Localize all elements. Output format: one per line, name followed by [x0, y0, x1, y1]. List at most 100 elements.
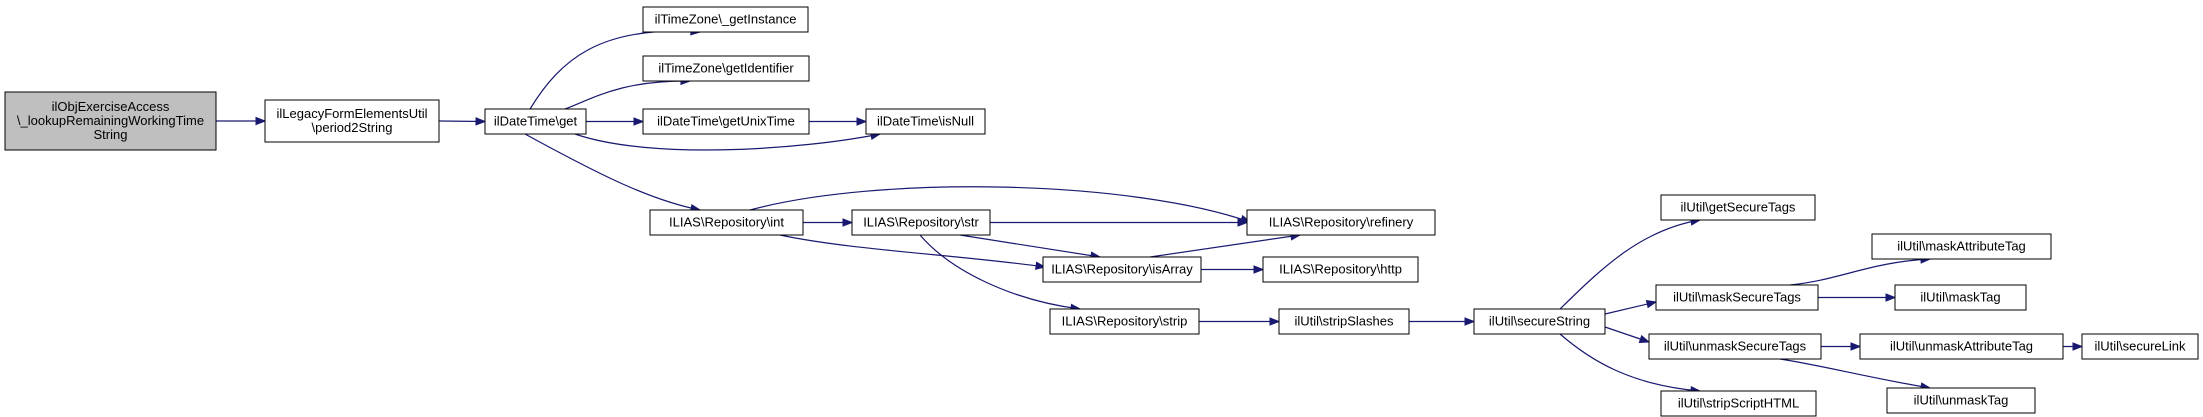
node-util-stripslashes[interactable]: ilUtil\stripSlashes: [1278, 308, 1410, 335]
node-label-line: ilDateTime\get: [494, 114, 578, 129]
edge-root-to-period2string: [216, 116, 267, 126]
edge-repo_str-to-repo_refinery: [990, 218, 1249, 227]
node-box: [1648, 333, 1822, 360]
node-label-line: ilUtil\maskAttributeTag: [1897, 239, 2026, 254]
node-label-line: ilUtil\stripScriptHTML: [1678, 396, 1799, 411]
edge-arrowhead: [475, 117, 487, 126]
edge-arrowhead: [1269, 317, 1281, 326]
edge-dt_get-to-dt_getunixtime: [586, 117, 645, 126]
node-util-securelink[interactable]: ilUtil\secureLink: [2081, 333, 2199, 360]
node-label-line: ilUtil\unmaskTag: [1914, 393, 2009, 408]
node-tz-getidentifier[interactable]: ilTimeZone\getIdentifier: [642, 55, 810, 82]
edge-dt_get-to-dt_isnull: [574, 131, 882, 151]
node-label-line: ILIAS\Repository\isArray: [1051, 262, 1193, 277]
node-label-line: ilLegacyFormElementsUtil: [277, 106, 428, 121]
node-label-line: ilDateTime\getUnixTime: [657, 114, 795, 129]
node-repo-http[interactable]: ILIAS\Repository\http: [1262, 256, 1419, 283]
node-box: [1262, 256, 1419, 283]
node-box: [865, 108, 986, 135]
node-repo-strip[interactable]: ILIAS\Repository\strip: [1049, 308, 1200, 335]
node-box: [1886, 387, 2036, 414]
edge-repo_str-to-repo_isarray: [959, 234, 1102, 260]
node-repo-int[interactable]: ILIAS\Repository\int: [649, 209, 804, 236]
node-label-line: ilDateTime\isNull: [877, 114, 974, 129]
edge-arrowhead: [1850, 342, 1862, 351]
edge-util_unmasksecuretags-to-util_unmasktag: [1779, 358, 1932, 391]
node-util-maskattributetag[interactable]: ilUtil\maskAttributeTag: [1871, 233, 2052, 260]
node-tz-getinstance[interactable]: ilTimeZone\_getInstance: [642, 6, 809, 33]
node-period2string[interactable]: ilLegacyFormElementsUtil\period2String: [264, 99, 440, 143]
node-box: [1859, 333, 2064, 360]
node-repo-isarray[interactable]: ILIAS\Repository\isArray: [1042, 256, 1202, 283]
edge-line: [779, 234, 1046, 268]
node-root[interactable]: ilObjExerciseAccess\_lookupRemainingWork…: [4, 91, 217, 151]
edge-line: [574, 133, 881, 151]
node-label-line: ILIAS\Repository\int: [669, 215, 784, 230]
node-util-masktag[interactable]: ilUtil\maskTag: [1894, 284, 2027, 311]
node-label-line: ilTimeZone\getIdentifier: [658, 61, 794, 76]
node-box: [1042, 256, 1202, 283]
edge-line: [564, 80, 691, 110]
node-util-stripscripthtml[interactable]: ilUtil\stripScriptHTML: [1660, 390, 1817, 417]
node-repo-refinery[interactable]: ILIAS\Repository\refinery: [1246, 209, 1436, 236]
node-layer: ilObjExerciseAccess\_lookupRemainingWork…: [4, 6, 2199, 417]
edge-dt_get-to-repo_int: [524, 133, 702, 213]
edge-arrowhead: [842, 218, 854, 227]
node-box: [642, 108, 810, 135]
node-box: [1049, 308, 1200, 335]
node-util-getsecuretags[interactable]: ilUtil\getSecureTags: [1660, 194, 1816, 221]
node-util-unmasktag[interactable]: ilUtil\unmaskTag: [1886, 387, 2036, 414]
node-label-line: ilUtil\secureLink: [2094, 339, 2186, 354]
edge-util_stripslashes-to-util_securestring: [1409, 317, 1476, 326]
edge-arrowhead: [1253, 265, 1265, 274]
edge-util_securestring-to-util_masksecuretags: [1604, 300, 1658, 315]
edge-util_unmaskattributetag-to-util_securelink: [2063, 342, 2084, 351]
node-label-line: \_lookupRemainingWorkingTime: [17, 113, 204, 128]
node-label-line: ilUtil\secureString: [1489, 314, 1590, 329]
node-label-line: ILIAS\Repository\strip: [1062, 314, 1188, 329]
node-box: [851, 209, 991, 236]
node-util-masksecuretags[interactable]: ilUtil\maskSecureTags: [1655, 284, 1819, 311]
node-box: [1660, 194, 1816, 221]
edge-dt_getunixtime-to-dt_isnull: [809, 117, 868, 126]
edge-arrowhead: [1885, 293, 1897, 302]
edge-line: [1559, 219, 1701, 310]
edge-line: [1789, 258, 1931, 286]
node-util-unmaskattributetag[interactable]: ilUtil\unmaskAttributeTag: [1859, 333, 2064, 360]
node-box: [649, 209, 804, 236]
node-repo-str[interactable]: ILIAS\Repository\str: [851, 209, 991, 236]
edge-line: [919, 234, 1081, 310]
node-util-securestring[interactable]: ilUtil\secureString: [1473, 308, 1606, 335]
edge-repo_int-to-repo_refinery: [749, 186, 1252, 223]
node-label-line: ilUtil\getSecureTags: [1681, 200, 1796, 215]
edge-util_masksecuretags-to-util_maskattributetag: [1789, 255, 1932, 286]
node-box: [4, 91, 217, 151]
node-box: [1655, 284, 1819, 311]
edge-repo_strip-to-util_stripslashes: [1199, 317, 1281, 326]
node-box: [484, 108, 587, 135]
node-box: [2081, 333, 2199, 360]
edge-arrowhead: [1645, 300, 1658, 309]
edge-arrowhead: [1237, 218, 1249, 227]
node-util-unmasksecuretags[interactable]: ilUtil\unmaskSecureTags: [1648, 333, 1822, 360]
node-label-line: \period2String: [312, 120, 393, 135]
node-label-line: ilUtil\stripSlashes: [1295, 314, 1394, 329]
edge-line: [524, 133, 701, 211]
edge-arrowhead: [1464, 317, 1476, 326]
node-box: [1246, 209, 1436, 236]
edge-arrowhead: [2072, 342, 2084, 351]
node-label-line: ILIAS\Repository\refinery: [1269, 215, 1414, 230]
node-dt-getunixtime[interactable]: ilDateTime\getUnixTime: [642, 108, 810, 135]
node-label-line: ilTimeZone\_getInstance: [655, 12, 797, 27]
node-box: [1871, 233, 2052, 260]
node-box: [1473, 308, 1606, 335]
edge-dt_get-to-tz_getidentifier: [564, 76, 692, 110]
edge-arrowhead: [633, 117, 645, 126]
node-dt-get[interactable]: ilDateTime\get: [484, 108, 587, 135]
edge-line: [749, 186, 1251, 223]
node-label-line: ilUtil\unmaskAttributeTag: [1890, 339, 2033, 354]
node-dt-isnull[interactable]: ilDateTime\isNull: [865, 108, 986, 135]
edge-line: [1779, 358, 1931, 389]
node-label-line: ILIAS\Repository\http: [1279, 262, 1402, 277]
